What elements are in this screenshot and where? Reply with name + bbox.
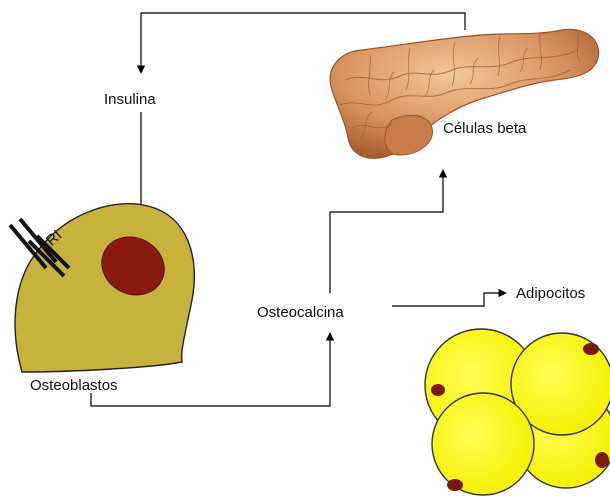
pancreas-illustration [330, 29, 598, 158]
adipocyte-nucleus [431, 384, 445, 396]
adipocytes-cluster [425, 329, 610, 495]
label-osteoblasts: Osteoblastos [30, 377, 118, 394]
adipocyte-nucleus [583, 343, 599, 355]
arrow-osteocalcin-to-adipocytes [392, 293, 506, 306]
adipocyte [432, 393, 534, 495]
adipocyte-nucleus [447, 479, 463, 491]
adipocyte-nucleus [595, 452, 609, 468]
label-insulin: Insulina [104, 91, 156, 108]
osteoblast-cell [15, 204, 194, 372]
label-beta-cells: Células beta [443, 120, 527, 137]
label-osteocalcin: Osteocalcina [257, 304, 344, 321]
arrow-osteocalcin-to-beta-cells [330, 170, 443, 293]
label-adipocytes: Adipocitos [516, 285, 585, 302]
